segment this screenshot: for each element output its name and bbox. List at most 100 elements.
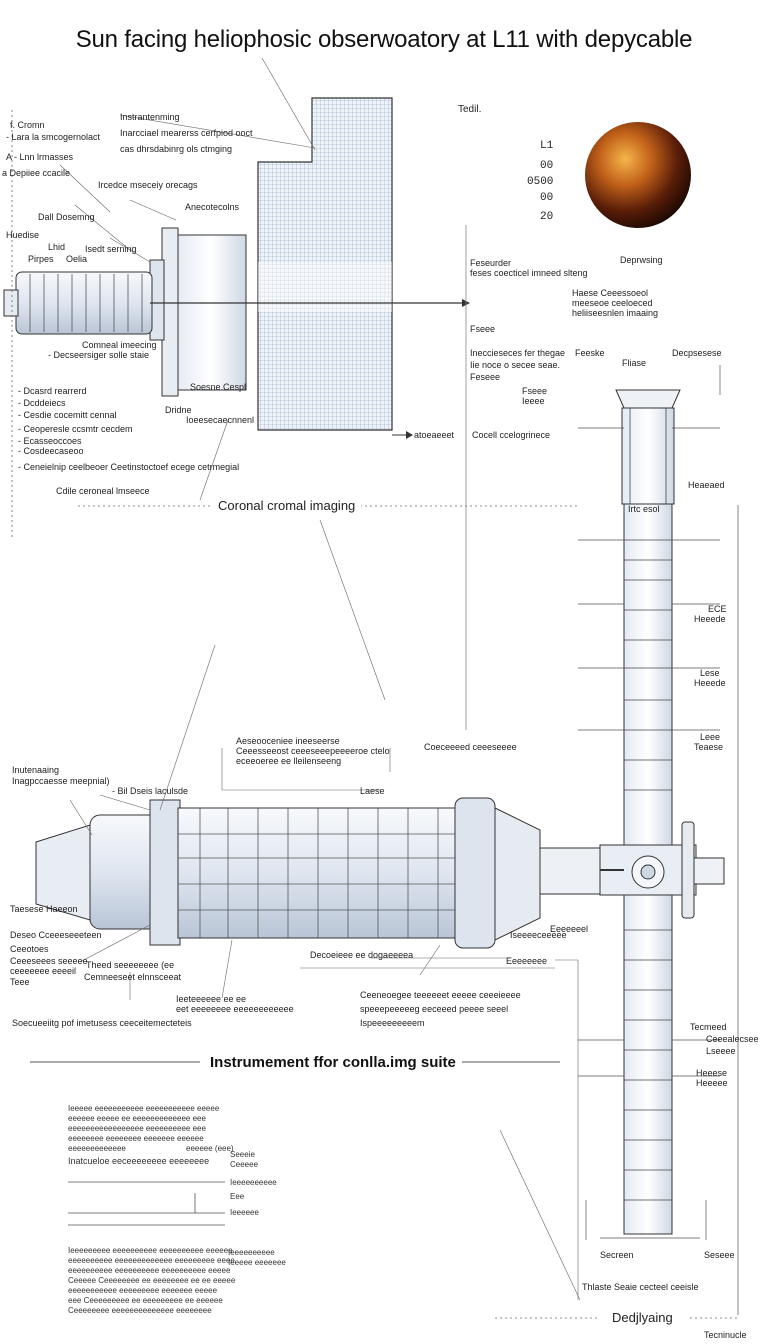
- label-lhid: Lhid: [48, 242, 66, 252]
- note2-line-7: Ceeeeeeee eeeeeeeeeeeeee eeeeeeee: [68, 1306, 212, 1315]
- readout-1: L1: [540, 140, 554, 152]
- note2-line-6: eee Ceeeeeeeee ee eeeeeeeee ee eeeeee: [68, 1296, 223, 1305]
- label-oelia: Oelia: [66, 254, 88, 264]
- label-feseee: Feseee: [470, 372, 501, 382]
- tower-label-6: Teaese: [694, 742, 724, 752]
- label-haese: Haese Ceeessoeol: [572, 288, 649, 298]
- bl-label-20: Decoeieee ee dogaeeeea: [310, 950, 414, 960]
- note2-side-2: Ieeeee eeeeeee: [228, 1258, 286, 1267]
- label-ccacile: a Depiiee ccacile: [2, 168, 71, 178]
- label-cdile-ceroneal: Cdile ceroneal lmseece: [56, 486, 150, 496]
- label-dall-dosemng: Dall Dosemng: [38, 212, 95, 222]
- bl-label-14: Teee: [10, 977, 30, 987]
- tower-label-9: Lseeee: [706, 1046, 736, 1056]
- section-coronal-imaging: Coronal cromal imaging: [212, 498, 362, 513]
- page-title: Sun facing heliophosic obserwoatory at L…: [75, 26, 693, 53]
- bl-label-23: speeepeeeeeg eeceeed peeee seeel: [360, 1004, 509, 1014]
- bl-label-13: ceeeeeee eeeeil: [10, 966, 77, 976]
- solar-shield-panel: [257, 97, 393, 431]
- sun-panel-header: Tedil.: [458, 104, 482, 115]
- upper-coronagraph-assembly: [3, 57, 470, 501]
- note-side-3: Ieeeeeeeeee: [230, 1178, 277, 1187]
- label-fliase: Fliase: [622, 358, 647, 368]
- tower-label-14: Thlaste Seaie cecteel ceeisle: [582, 1282, 699, 1292]
- label-soesne-cespl: Soesne Cespl: [190, 382, 247, 392]
- tower-label-3: Lese: [700, 668, 720, 678]
- footer-label: Tecninucle: [704, 1330, 747, 1340]
- bl-label-3: - Bil Dseis laculsde: [112, 786, 189, 796]
- note-side-5: Ieeeeee: [230, 1208, 259, 1217]
- label-instrantenming: Instrantenming: [120, 112, 180, 122]
- note-line-1: Ieeeee eeeeeeeeeee eeeeeeeeeee eeeee: [68, 1104, 220, 1113]
- note-side-1: Seeeie: [230, 1150, 255, 1159]
- label-atoeaeeet: atoeaeeet: [414, 430, 455, 440]
- bl-label-9: Taesese Haeeon: [10, 904, 78, 914]
- bl-label-4: Aeseooceniee ineeseerse: [236, 736, 340, 746]
- tower-label-2: Heeede: [694, 614, 726, 624]
- coronagraph-telescope: [35, 519, 624, 1301]
- tower-label-4: Heeede: [694, 678, 726, 688]
- sun-caption: Deprwsing: [620, 255, 663, 265]
- label-fseee-1: Fseee: [470, 324, 496, 334]
- readout-2: 00: [540, 160, 554, 172]
- note2-side-1: Ieeeeeeeeee: [228, 1248, 275, 1257]
- note2-line-5: eeeeeeeeeee eeeeeeeee eeeeeee eeeee: [68, 1286, 218, 1295]
- bl-label-12: Ceeeseees seeeee: [10, 956, 88, 966]
- tower-label-10: Heeese: [696, 1068, 728, 1078]
- bl-label-25: Eeeeeeel: [550, 924, 589, 934]
- sun-image: [585, 122, 691, 228]
- label-huedise: Huedise: [6, 230, 40, 240]
- label-cerfpiod: Inarcciael mearerss cerfpiod ooct: [120, 128, 253, 138]
- note-line-6: eeeeee (eee): [186, 1144, 234, 1153]
- tower-label-13: Seseee: [704, 1250, 735, 1260]
- bl-label-6: eceeoeree ee lleilenseeng: [236, 756, 342, 766]
- note-line-4: eeeeeeee eeeeeeee eeeeeee eeeeee: [68, 1134, 204, 1143]
- label-ineccieseces: Ineccieseces fer thegae: [470, 348, 566, 358]
- bl-label-26: Eeeeeeee: [506, 956, 548, 966]
- label-ccsmtr: - Ceoperesle ccsmtr cecdem: [18, 424, 133, 434]
- bl-label-5: Ceeesseeost ceeeseeepeeeeroe ctelo: [236, 746, 390, 756]
- readout-3: 0500: [527, 176, 554, 188]
- note2-line-4: Ceeeee Ceeeeeeee ee eeeeeeee ee ee eeeee: [68, 1276, 236, 1285]
- label-iie-noce: Iie noce o secee seae.: [470, 360, 561, 370]
- bl-label-21: Iseeeeceeeee: [510, 930, 567, 940]
- readout-4: 00: [540, 192, 554, 204]
- label-isedt-serning: Isedt serning: [85, 244, 137, 254]
- tower-label-5: Leee: [700, 732, 721, 742]
- label-lrmasses: A - Lnn lrmasses: [6, 152, 74, 162]
- label-smcogernolact: - Lara la smcogernolact: [6, 132, 101, 142]
- bl-label-1: Inutenaaing: [12, 765, 60, 775]
- tower-label-11: Heeeee: [696, 1078, 728, 1088]
- bl-label-7: Coeceeeed ceeeseeee: [424, 742, 517, 752]
- note-side-4: Eee: [230, 1192, 245, 1201]
- label-heliiseesnlen: heliiseesnlen imaaing: [572, 308, 659, 318]
- section-deployment: Dedjlyaing: [606, 1310, 679, 1325]
- bl-label-8: Laese: [360, 786, 385, 796]
- bl-label-19: Soecueeiitg pof imetusess ceeceitemectet…: [12, 1018, 192, 1028]
- bl-label-18: eet eeeeeeee eeeeeeeeeeee: [176, 1004, 294, 1014]
- label-orecags: Ircedce mseceiy orecags: [98, 180, 198, 190]
- note2-line-2: eeeeeeeeee eeeeeeeeeeeee eeeeeeeee eeee: [68, 1256, 235, 1265]
- section-instrument-suite: Instrumement ffor conlla.img suite: [204, 1054, 462, 1071]
- bl-label-22: Ceeneoegee teeeeeet eeeee ceeeieeee: [360, 990, 521, 1000]
- note-row-label: Inatcueloe eeceeeeeeee eeeeeeee: [68, 1156, 210, 1166]
- label-dhrsdabinrg: cas dhrsdabinrg ols ctmging: [120, 144, 233, 154]
- label-fseee-2: Fseee: [522, 386, 548, 396]
- tower-label-8: Ceeealecsee: [706, 1034, 759, 1044]
- tower-label-12: Secreen: [600, 1250, 634, 1260]
- label-anecotecolns: Anecotecolns: [185, 202, 240, 212]
- label-dcddeiecs: - Dcddeiecs: [18, 398, 66, 408]
- bl-label-10: Deseo Cceeeseeeteen: [10, 930, 102, 940]
- note-line-3: eeeeeeeeeeeeeeeee eeeeeeeeee eee: [68, 1124, 206, 1133]
- label-cocemitt: - Cesdie cocemitt cennal: [18, 410, 117, 420]
- note-side-2: Ceeeee: [230, 1160, 259, 1169]
- label-imneed-slteng: feses coecticel imneed slteng: [470, 268, 588, 278]
- bl-label-24: Ispeeeeeeeeem: [360, 1018, 425, 1028]
- note2-line-1: Ieeeeeeeee eeeeeeeeee eeeeeeeeee eeeeee: [68, 1246, 233, 1255]
- label-cosdeecaseoo: - Cosdeecaseoo: [18, 446, 84, 456]
- bl-label-2: Inagpccaesse meepnial): [12, 776, 110, 786]
- label-cromn: f. Cromn: [10, 120, 45, 130]
- label-pirpes: Pirpes: [28, 254, 54, 264]
- label-irtc-esol: Irtc esol: [628, 504, 660, 514]
